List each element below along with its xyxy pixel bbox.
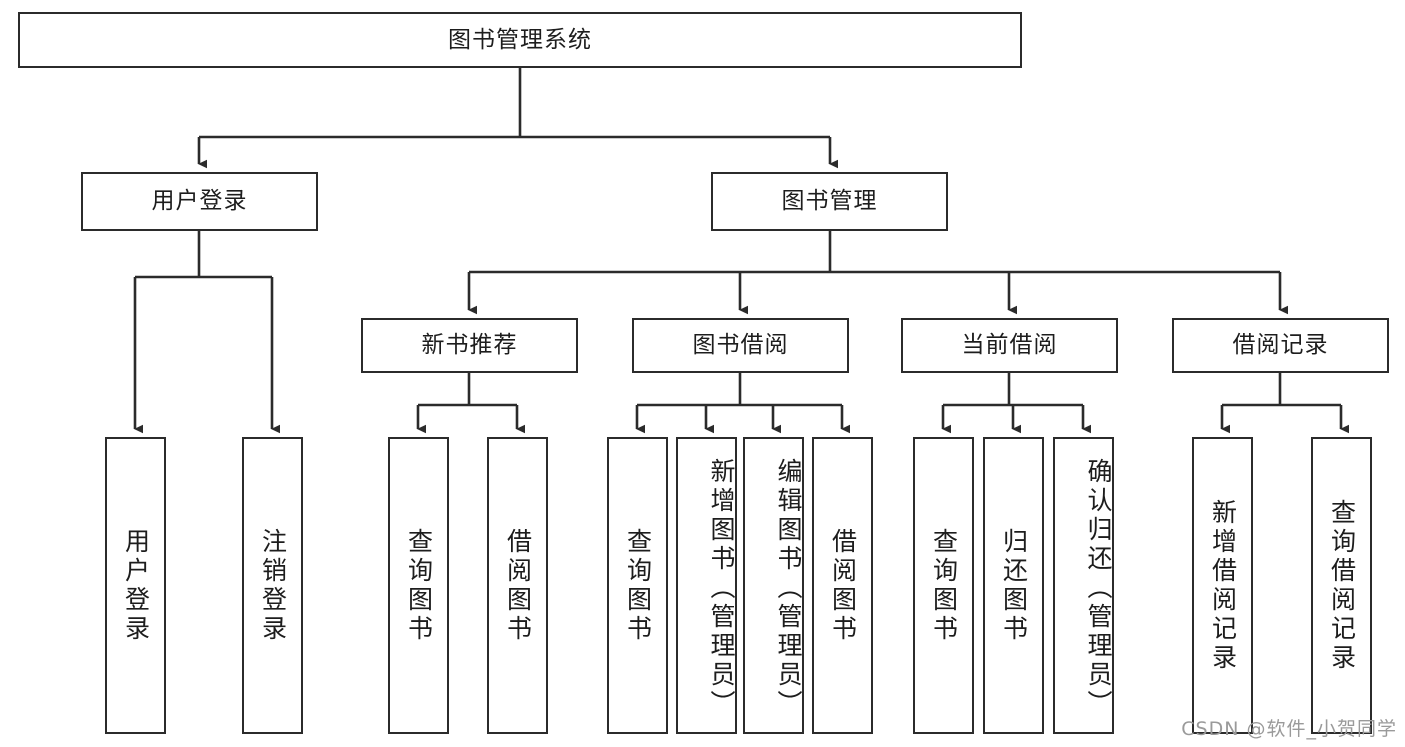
leaf-query-borrow-record[interactable]: 查询借阅记录 bbox=[1311, 437, 1372, 734]
leaf-query-book-current[interactable]: 查询图书 bbox=[913, 437, 974, 734]
node-book-management[interactable]: 图书管理 bbox=[711, 172, 948, 231]
leaf-borrow-book-borrow[interactable]: 借阅图书 bbox=[812, 437, 873, 734]
leaf-confirm-return-admin[interactable]: 确认归还（管理员） bbox=[1053, 437, 1114, 734]
node-book-borrowing[interactable]: 图书借阅 bbox=[632, 318, 849, 373]
leaf-add-book-admin[interactable]: 新增图书（管理员） bbox=[676, 437, 737, 734]
csdn-watermark: CSDN @软件_小贺同学 bbox=[1181, 718, 1397, 740]
node-current-borrowing[interactable]: 当前借阅 bbox=[901, 318, 1118, 373]
leaf-borrow-book-rec[interactable]: 借阅图书 bbox=[487, 437, 548, 734]
leaf-user-login[interactable]: 用户登录 bbox=[105, 437, 166, 734]
leaf-add-borrow-record[interactable]: 新增借阅记录 bbox=[1192, 437, 1253, 734]
leaf-edit-book-admin[interactable]: 编辑图书（管理员） bbox=[743, 437, 804, 734]
leaf-logout[interactable]: 注销登录 bbox=[242, 437, 303, 734]
leaf-return-book[interactable]: 归还图书 bbox=[983, 437, 1044, 734]
node-borrowing-record[interactable]: 借阅记录 bbox=[1172, 318, 1389, 373]
node-root-system[interactable]: 图书管理系统 bbox=[18, 12, 1022, 68]
leaf-query-book-borrow[interactable]: 查询图书 bbox=[607, 437, 668, 734]
leaf-query-book-rec[interactable]: 查询图书 bbox=[388, 437, 449, 734]
node-user-login[interactable]: 用户登录 bbox=[81, 172, 318, 231]
node-new-book-recommendation[interactable]: 新书推荐 bbox=[361, 318, 578, 373]
